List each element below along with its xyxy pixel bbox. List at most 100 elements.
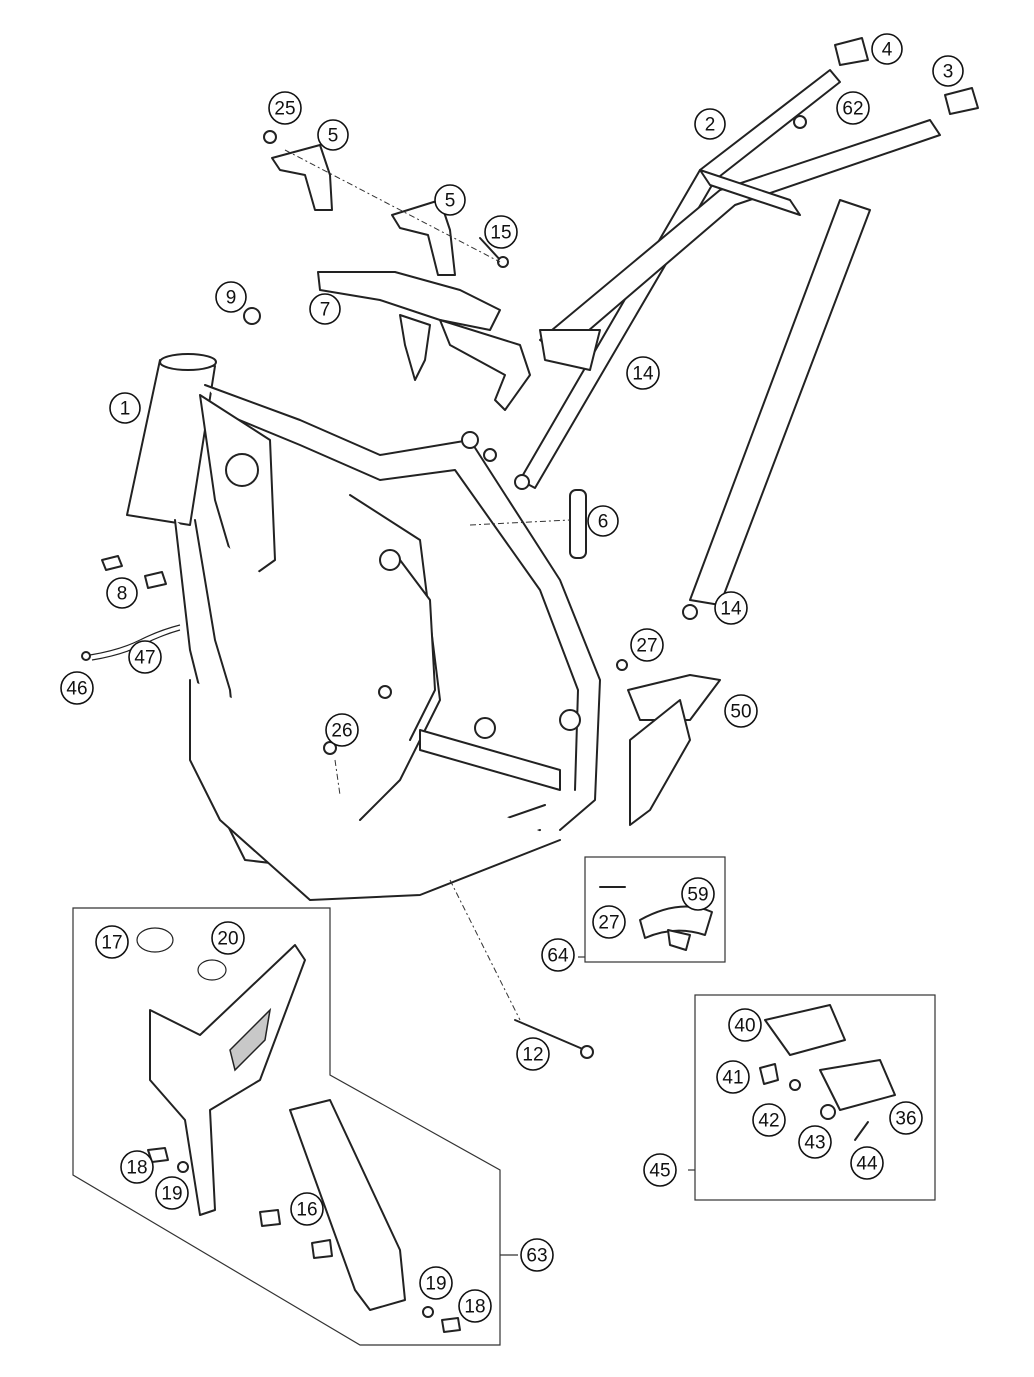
callout-4: 4 (871, 33, 903, 65)
callout-63: 63 (520, 1238, 554, 1272)
callout-circle (694, 108, 726, 140)
callout-circle (516, 1037, 550, 1071)
callout-circle (120, 1150, 154, 1184)
callout-circle (211, 921, 245, 955)
callout-label: 36 (895, 1109, 916, 1130)
callout-label: 6 (598, 512, 609, 533)
callout-label: 8 (117, 584, 128, 605)
callout-circle (434, 184, 466, 216)
callout-1: 1 (109, 392, 141, 424)
callout-circle (419, 1266, 453, 1300)
callout-label: 46 (66, 679, 87, 700)
callout-circle (215, 281, 247, 313)
callout-circle (798, 1125, 832, 1159)
group-box-45 (694, 994, 936, 1201)
callout-19: 19 (155, 1176, 189, 1210)
callout-5: 5 (434, 184, 466, 216)
part-6 (569, 489, 587, 559)
callout-label: 14 (632, 364, 654, 385)
footpeg-40 (764, 1004, 846, 1056)
callout-circle (681, 877, 715, 911)
callout-59: 59 (681, 877, 715, 911)
part-7 (317, 271, 501, 331)
callout-label: 50 (730, 702, 751, 723)
part-50 (627, 674, 721, 721)
callout-label: 19 (425, 1274, 446, 1295)
plug-3 (944, 87, 979, 115)
callout-2: 2 (694, 108, 726, 140)
callout-circle (724, 694, 758, 728)
callout-47: 47 (128, 640, 162, 674)
callout-label: 12 (522, 1045, 543, 1066)
subframe (514, 69, 941, 620)
callout-label: 44 (856, 1154, 878, 1175)
callout-8: 8 (106, 577, 138, 609)
callout-circle (325, 713, 359, 747)
callout-circle (836, 91, 870, 125)
group-box-64 (584, 856, 726, 963)
callout-3: 3 (932, 55, 964, 87)
plug-4 (834, 37, 869, 66)
callout-18: 18 (458, 1289, 492, 1323)
callout-14: 14 (626, 356, 660, 390)
callout-label: 18 (464, 1297, 485, 1318)
callout-circle (458, 1289, 492, 1323)
callout-15: 15 (484, 215, 518, 249)
callout-19: 19 (419, 1266, 453, 1300)
callout-label: 27 (598, 913, 619, 934)
callout-12: 12 (516, 1037, 550, 1071)
callout-label: 25 (274, 99, 295, 120)
callout-circle (643, 1153, 677, 1187)
callout-circle (932, 55, 964, 87)
callout-62: 62 (836, 91, 870, 125)
group-box-63 (72, 907, 501, 1346)
callout-circle (714, 591, 748, 625)
callout-label: 3 (943, 62, 954, 83)
callout-6: 6 (587, 505, 619, 537)
main-frame (126, 353, 601, 901)
callout-label: 7 (320, 300, 331, 321)
callout-label: 45 (649, 1161, 670, 1182)
callout-circle (268, 91, 302, 125)
callout-41: 41 (716, 1060, 750, 1094)
callout-circle (520, 1238, 554, 1272)
callout-label: 5 (328, 126, 339, 147)
callout-circle (484, 215, 518, 249)
part-9 (243, 307, 261, 325)
callout-circle (850, 1146, 884, 1180)
callout-circle (95, 925, 129, 959)
callout-16: 16 (290, 1192, 324, 1226)
callout-label: 40 (734, 1016, 755, 1037)
callout-label: 15 (490, 223, 511, 244)
callout-27: 27 (592, 905, 626, 939)
callout-9: 9 (215, 281, 247, 313)
callout-40: 40 (728, 1008, 762, 1042)
callout-17: 17 (95, 925, 129, 959)
callout-27: 27 (630, 628, 664, 662)
callout-circle (728, 1008, 762, 1042)
callout-circle (889, 1101, 923, 1135)
fastener-62 (793, 115, 807, 129)
callout-circle (106, 577, 138, 609)
callout-label: 27 (636, 636, 657, 657)
callout-circle (109, 392, 141, 424)
callout-18: 18 (120, 1150, 154, 1184)
callout-label: 1 (120, 399, 131, 420)
callout-44: 44 (850, 1146, 884, 1180)
callout-label: 19 (161, 1184, 182, 1205)
callout-5: 5 (317, 119, 349, 151)
callout-layer: 1234556789121414151617181819192025262727… (60, 33, 964, 1323)
callout-label: 20 (217, 929, 238, 950)
callout-label: 26 (331, 721, 352, 742)
callout-circle (587, 505, 619, 537)
callout-42: 42 (752, 1103, 786, 1137)
frame-protector-16 (149, 944, 306, 1216)
callout-circle (128, 640, 162, 674)
callout-46: 46 (60, 671, 94, 705)
callout-label: 43 (804, 1133, 825, 1154)
callout-label: 42 (758, 1111, 779, 1132)
callout-label: 16 (296, 1200, 317, 1221)
callout-circle (592, 905, 626, 939)
callout-label: 9 (226, 288, 237, 309)
